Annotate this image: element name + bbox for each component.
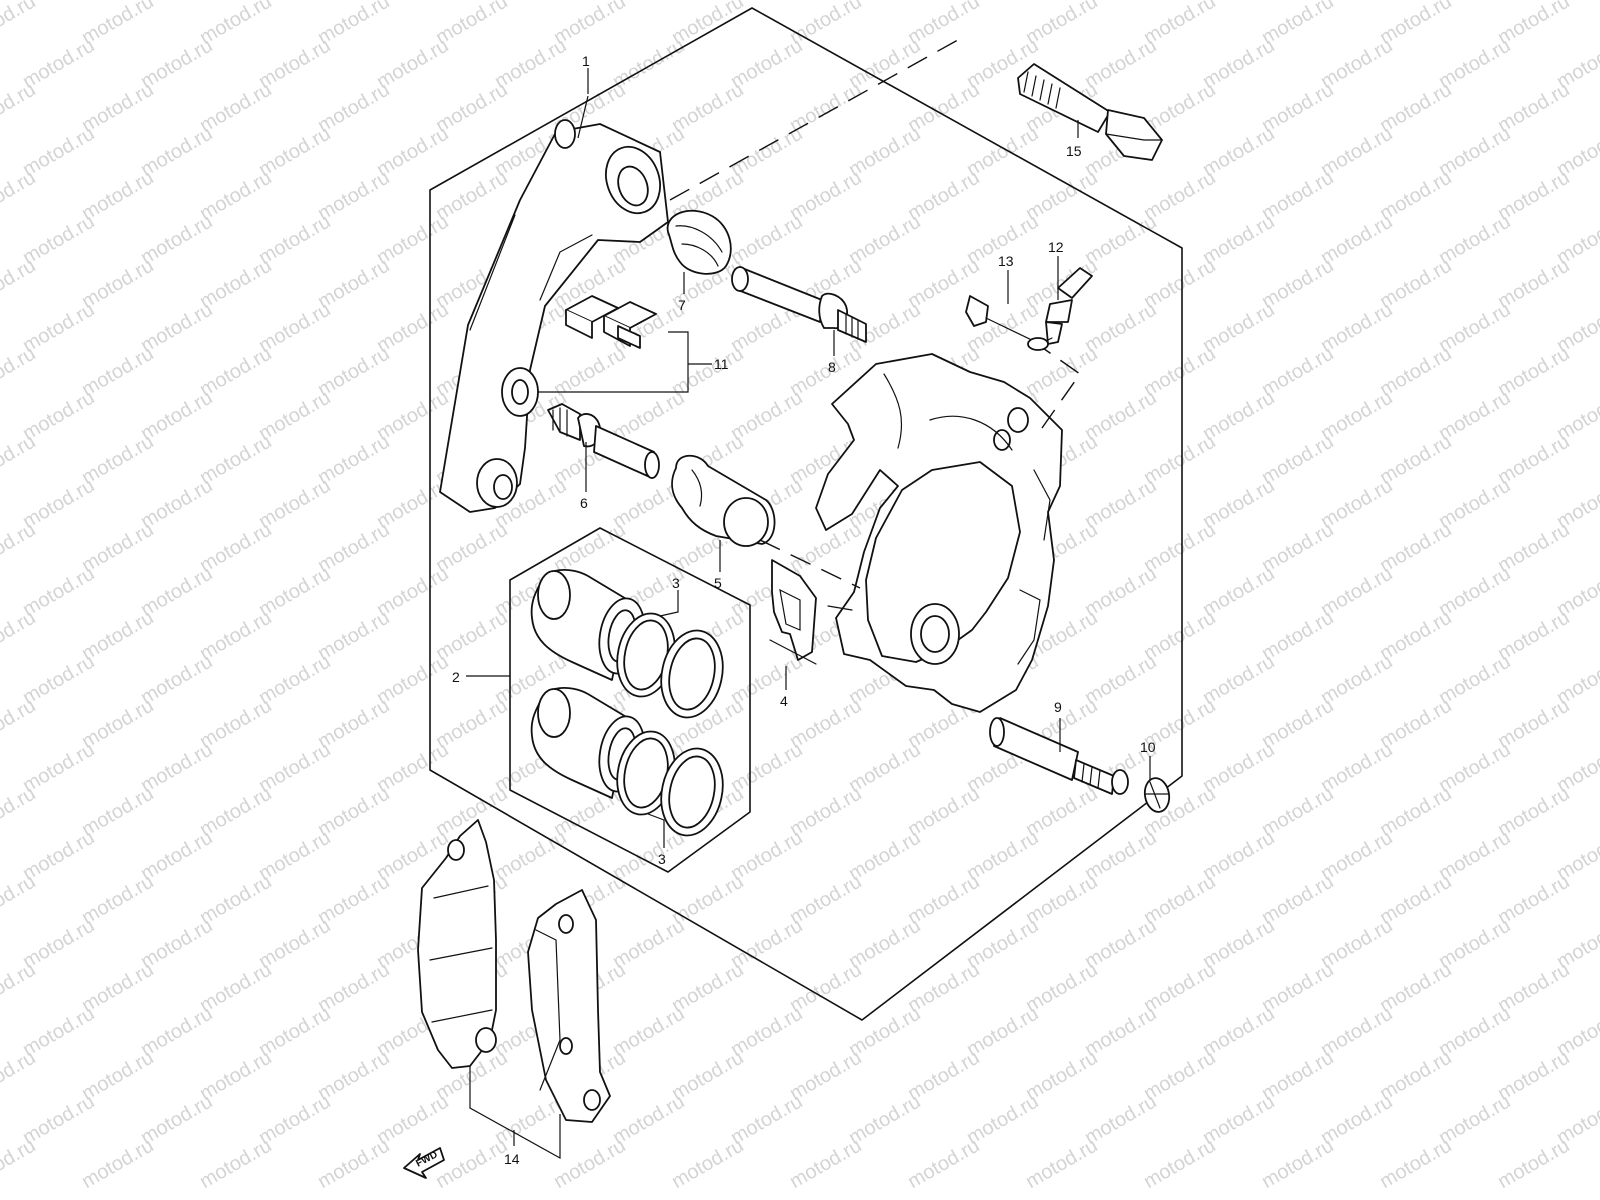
pad-retainer-4 — [769, 559, 817, 665]
callout-14: 14 — [504, 1151, 520, 1167]
callout-7: 7 — [678, 297, 686, 313]
callout-labels: 1 2 3 3 4 5 6 7 8 9 10 11 12 13 14 15 — [452, 53, 1156, 1167]
callout-8: 8 — [828, 359, 836, 375]
brake-pad-outer — [417, 819, 497, 1069]
callout-9: 9 — [1054, 699, 1062, 715]
pin-plug-10 — [1143, 777, 1171, 813]
callout-6: 6 — [580, 495, 588, 511]
caliper-body — [815, 353, 1063, 713]
callout-1: 1 — [582, 53, 590, 69]
piston-seal-set-lower-3 — [616, 730, 724, 837]
slide-pin-9 — [989, 717, 1129, 795]
callout-10: 10 — [1140, 739, 1156, 755]
caliper-bracket — [439, 119, 669, 513]
pad-link-dashed — [759, 539, 861, 589]
callout-12: 12 — [1048, 239, 1064, 255]
brake-pad-inner — [527, 889, 611, 1123]
callout-5: 5 — [714, 575, 722, 591]
callout-11: 11 — [714, 356, 729, 372]
pin-boot-5 — [671, 454, 776, 547]
callout-13: 13 — [998, 253, 1014, 269]
pad-spring-set-11 — [565, 295, 657, 349]
callout-3-lower: 3 — [658, 851, 666, 867]
callout-15: 15 — [1066, 143, 1082, 159]
callout-4: 4 — [780, 693, 788, 709]
slide-pin-6 — [547, 403, 660, 479]
piston-seal-set-upper-3 — [616, 612, 724, 719]
leader-lines — [466, 68, 1151, 1160]
callout-2: 2 — [452, 669, 460, 685]
slide-pin-8 — [731, 266, 867, 343]
mounting-bolt-15 — [1017, 63, 1163, 161]
bleeder-valve-12 — [1045, 267, 1093, 345]
piston-kit-outline-2 — [509, 527, 751, 873]
boot-7 — [666, 209, 732, 275]
fwd-direction-arrow: FWD — [403, 1147, 445, 1179]
callout-3-upper: 3 — [672, 575, 680, 591]
bracket-link-dashed — [669, 35, 966, 201]
assembly-outline-1 — [429, 7, 1183, 1021]
bleeder-cap-13 — [965, 295, 1053, 351]
